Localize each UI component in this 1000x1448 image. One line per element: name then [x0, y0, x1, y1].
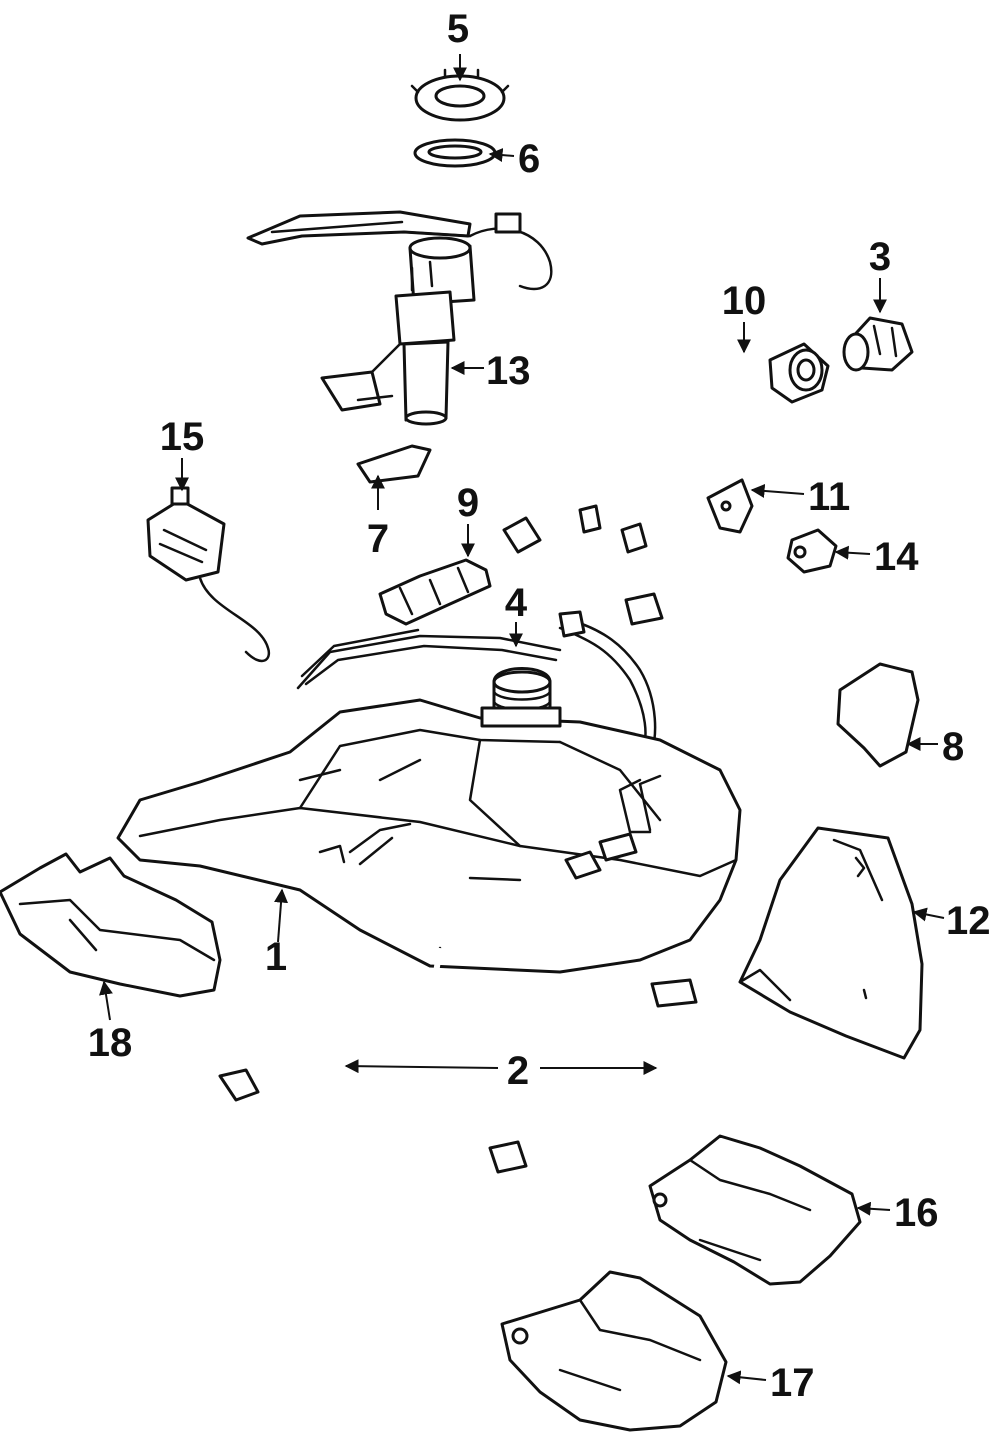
part-shield-16	[648, 1134, 862, 1286]
callout-18: 18	[88, 1021, 133, 1065]
callout-2: 2	[507, 1049, 529, 1093]
callout-11: 11	[808, 475, 850, 519]
part-shield-17	[500, 1270, 728, 1432]
callout-14: 14	[874, 535, 919, 579]
callout-17: 17	[770, 1361, 815, 1405]
part-grommet	[786, 528, 838, 574]
callout-5: 5	[447, 7, 469, 51]
callout-13: 13	[486, 349, 531, 393]
part-hose	[378, 558, 492, 626]
callout-8: 8	[942, 725, 964, 769]
callout-15: 15	[160, 415, 205, 459]
part-retainer	[356, 444, 432, 484]
part-lock-ring	[410, 68, 510, 122]
callout-1: 1	[265, 935, 287, 979]
callout-16: 16	[894, 1191, 939, 1235]
callout-9: 9	[457, 481, 479, 525]
part-vent-pipe-shield	[624, 592, 920, 768]
callout-12: 12	[946, 899, 991, 943]
part-fuel-tank	[116, 667, 742, 974]
part-bracket	[706, 478, 754, 534]
callout-7: 7	[367, 517, 389, 561]
part-seal	[413, 138, 497, 168]
part-sensor	[146, 486, 271, 663]
callout-3: 3	[869, 235, 891, 279]
callout-10: 10	[722, 279, 767, 323]
part-heat-shield	[738, 826, 924, 1060]
callout-6: 6	[518, 137, 540, 181]
part-front-shield	[0, 852, 222, 998]
callout-labels: 5 6 3 10 13 15 11 9 7 14 4 8 12 1 18 2 1…	[88, 7, 991, 1405]
callout-4: 4	[505, 581, 528, 625]
part-tank-straps	[218, 946, 698, 1174]
part-filler-cap	[842, 316, 914, 372]
leader-lines	[99, 54, 945, 1385]
part-fuel-lines	[296, 610, 657, 758]
part-fuel-pump-module	[246, 210, 553, 426]
part-filler-pipe	[502, 342, 830, 554]
